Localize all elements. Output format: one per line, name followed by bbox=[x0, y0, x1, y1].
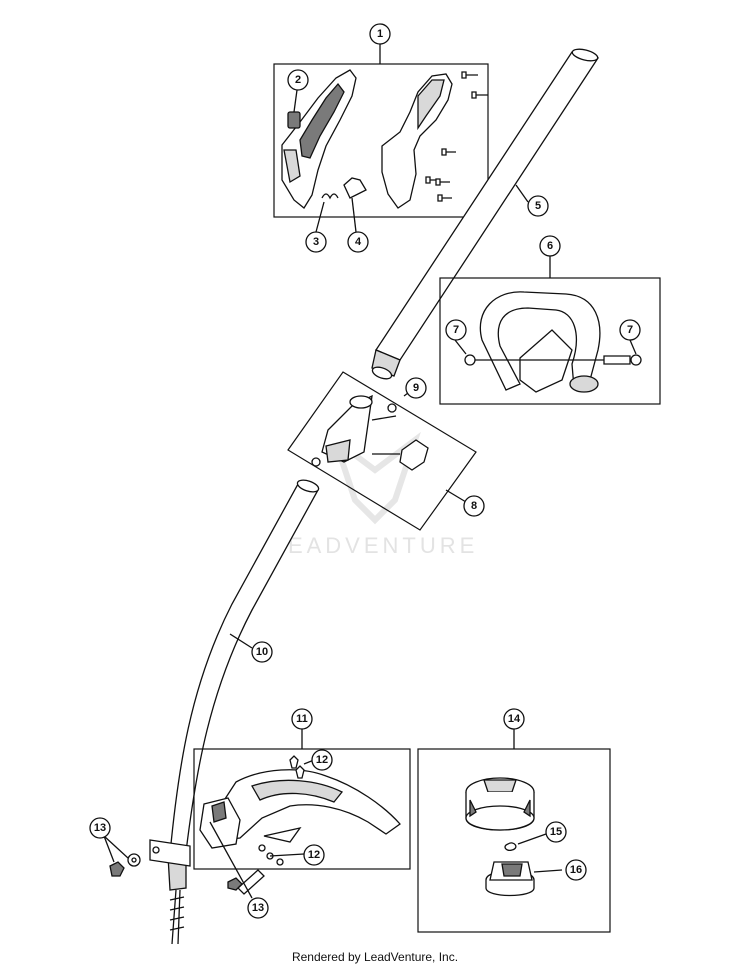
svg-text:8: 8 bbox=[471, 500, 477, 512]
callout-15: 15 bbox=[545, 821, 567, 843]
callout-8: 8 bbox=[463, 495, 485, 517]
coupler-frame bbox=[287, 371, 477, 531]
callout-7-left: 7 bbox=[445, 319, 467, 341]
loop-handle-assembly bbox=[439, 256, 661, 405]
svg-text:14: 14 bbox=[508, 713, 521, 725]
callout-1: 1 bbox=[369, 23, 391, 45]
svg-text:6: 6 bbox=[547, 240, 553, 252]
svg-text:5: 5 bbox=[535, 200, 541, 212]
coupler-assembly bbox=[287, 371, 477, 531]
callout-7-right: 7 bbox=[619, 319, 641, 341]
handle-screws bbox=[425, 71, 488, 202]
footer-credit: Rendered by LeadVenture, Inc. bbox=[291, 950, 459, 964]
callout-12-top: 12 bbox=[311, 749, 333, 771]
callout-3: 3 bbox=[305, 231, 327, 253]
svg-text:2: 2 bbox=[295, 74, 301, 86]
callout-12-bottom: 12 bbox=[303, 844, 325, 866]
handle-frame bbox=[273, 63, 489, 218]
svg-text:9: 9 bbox=[413, 382, 419, 394]
callout-11: 11 bbox=[291, 708, 313, 730]
trimmer-head-frame bbox=[417, 748, 611, 933]
watermark-text: LEADVENTURE bbox=[272, 533, 479, 558]
callout-5: 5 bbox=[527, 195, 549, 217]
svg-text:10: 10 bbox=[256, 646, 268, 658]
guard-assembly bbox=[193, 729, 411, 870]
callout-10: 10 bbox=[251, 641, 273, 663]
trimmer-head-assembly bbox=[417, 729, 611, 933]
svg-text:12: 12 bbox=[308, 849, 320, 861]
callout-2: 2 bbox=[287, 69, 309, 91]
callout-4: 4 bbox=[347, 231, 369, 253]
svg-text:7: 7 bbox=[453, 324, 459, 336]
callout-14: 14 bbox=[503, 708, 525, 730]
svg-text:11: 11 bbox=[296, 713, 308, 725]
clamp-hardware bbox=[103, 821, 265, 899]
svg-text:13: 13 bbox=[252, 902, 264, 914]
callout-16: 16 bbox=[565, 859, 587, 881]
svg-text:4: 4 bbox=[355, 236, 362, 248]
svg-text:3: 3 bbox=[313, 236, 319, 248]
callout-13-left: 13 bbox=[89, 817, 111, 839]
callout-13-bottom: 13 bbox=[247, 897, 269, 919]
upper-shaft bbox=[371, 48, 600, 380]
watermark: LEADVENTURE bbox=[272, 431, 479, 558]
svg-text:16: 16 bbox=[570, 864, 582, 876]
svg-text:13: 13 bbox=[94, 822, 106, 834]
svg-text:7: 7 bbox=[627, 324, 633, 336]
svg-text:1: 1 bbox=[377, 28, 383, 40]
callout-9: 9 bbox=[405, 377, 427, 399]
handle-assembly bbox=[273, 44, 489, 233]
svg-text:12: 12 bbox=[316, 754, 328, 766]
callout-6: 6 bbox=[539, 235, 561, 257]
svg-text:15: 15 bbox=[550, 826, 562, 838]
